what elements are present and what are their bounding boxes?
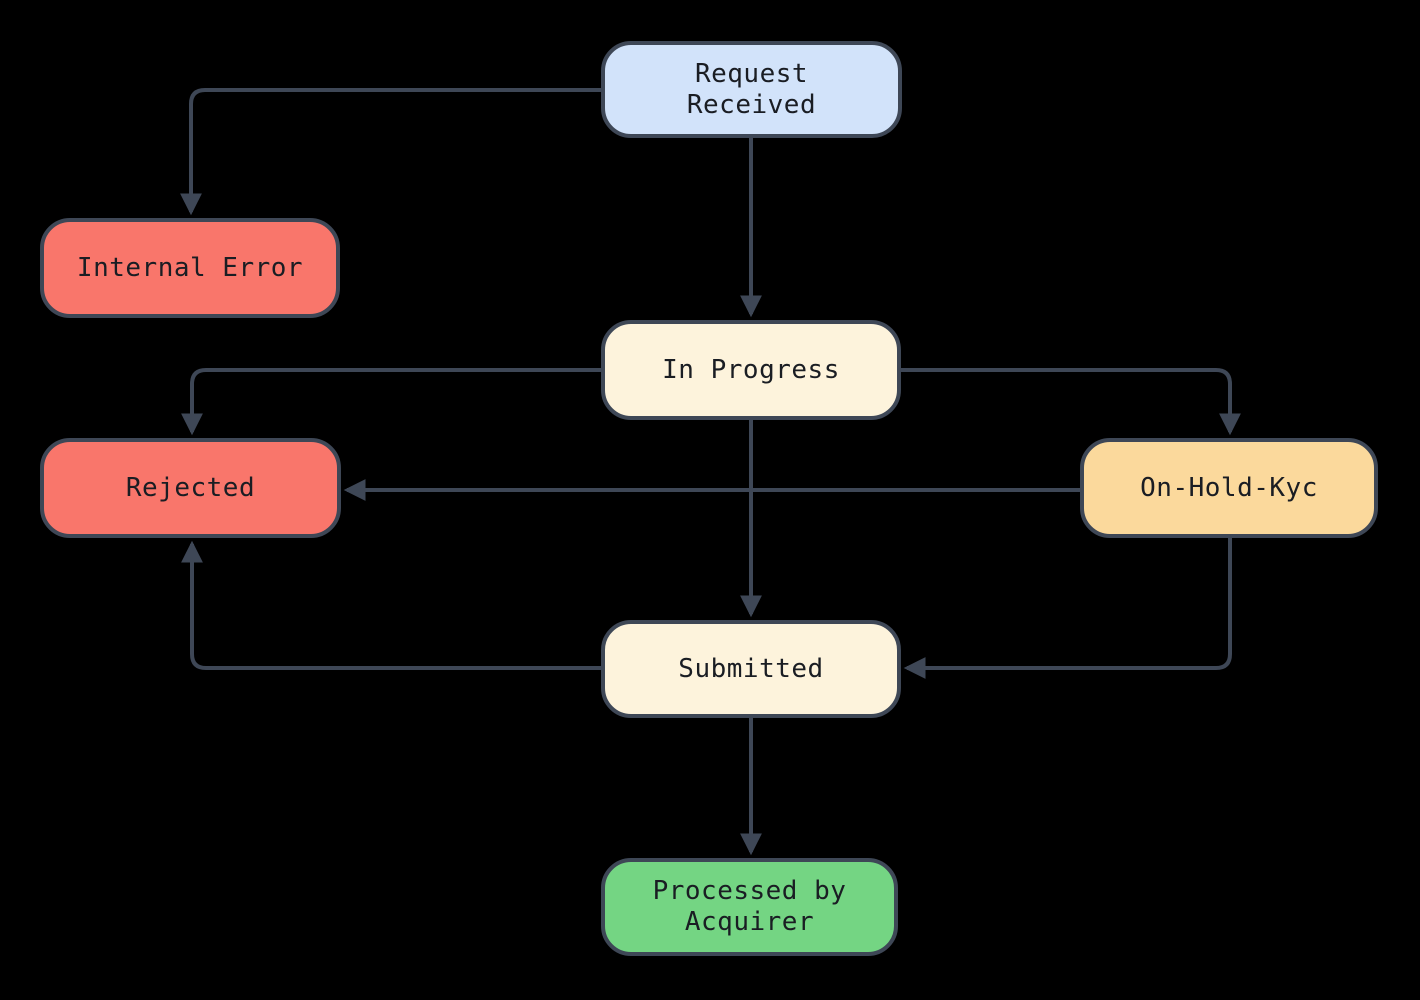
node-on-hold-kyc: On-Hold-Kyc bbox=[1080, 438, 1378, 538]
node-internal-error: Internal Error bbox=[40, 218, 340, 318]
node-in-progress: In Progress bbox=[601, 320, 901, 420]
edge-in-progress-to-rejected bbox=[181, 368, 602, 436]
edge-submitted-to-rejected bbox=[181, 540, 602, 670]
node-rejected: Rejected bbox=[40, 438, 341, 538]
node-rejected-label: Rejected bbox=[125, 472, 256, 503]
node-internal-error-label: Internal Error bbox=[76, 252, 304, 283]
node-processed-by-acquirer-label: Processed by Acquirer bbox=[652, 876, 847, 937]
edge-on-hold-kyc-to-submitted bbox=[903, 538, 1232, 679]
node-request-received-label: Request Received bbox=[686, 58, 817, 120]
edge-in-progress-to-on-hold-kyc bbox=[901, 368, 1241, 436]
node-processed-by-acquirer: Processed by Acquirer bbox=[601, 858, 898, 956]
node-submitted-label: Submitted bbox=[678, 653, 824, 684]
node-submitted: Submitted bbox=[601, 620, 901, 718]
edge-request-received-to-internal-error bbox=[180, 88, 602, 216]
node-in-progress-label: In Progress bbox=[662, 354, 840, 385]
node-on-hold-kyc-label: On-Hold-Kyc bbox=[1140, 472, 1318, 503]
node-request-received: Request Received bbox=[601, 41, 902, 138]
